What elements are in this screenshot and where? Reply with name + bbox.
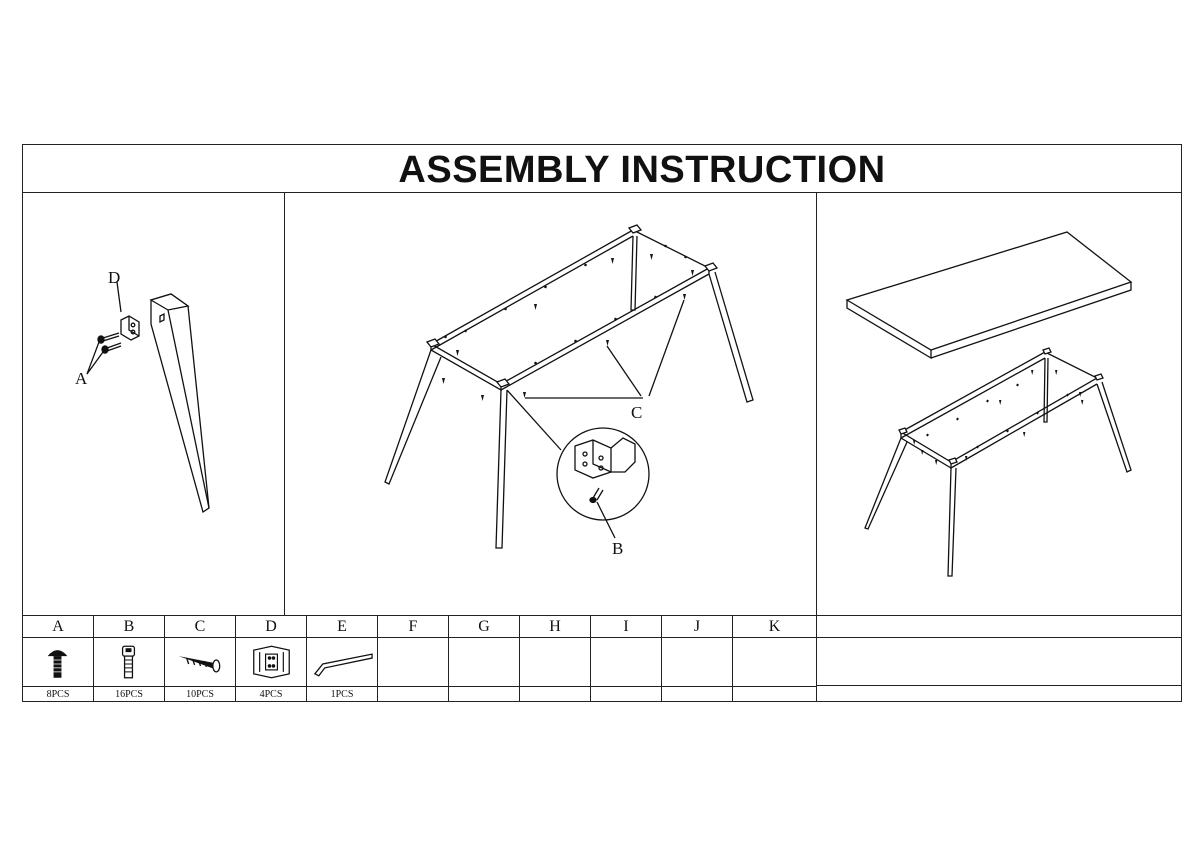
part-letter: B xyxy=(94,616,164,638)
frame-assembly-drawing: C B xyxy=(384,224,754,558)
part-qty: 4PCS xyxy=(236,686,306,702)
bolt-icon xyxy=(47,650,68,678)
part-cell-c: C 10PCS xyxy=(165,616,236,702)
part-qty: 16PCS xyxy=(94,686,164,702)
part-letter: J xyxy=(662,616,732,638)
part-cell-e: E 1PCS xyxy=(307,616,378,702)
part-qty: 1PCS xyxy=(307,686,377,702)
parts-table: A 8PCS B 16PCS C xyxy=(23,615,1181,702)
part-cell-j: J xyxy=(662,616,733,702)
parts-table-blank-area xyxy=(817,616,1181,702)
wood-screw-icon xyxy=(178,656,221,673)
corner-bracket-icon xyxy=(253,645,290,679)
instruction-sheet: ASSEMBLY INSTRUCTION xyxy=(22,144,1182,702)
part-cell-f: F xyxy=(378,616,449,702)
part-letter: E xyxy=(307,616,377,638)
label-a: A xyxy=(75,369,88,388)
part-cell-i: I xyxy=(591,616,662,702)
label-b: B xyxy=(612,539,623,558)
step-3-panel xyxy=(817,192,1181,615)
part-qty xyxy=(733,686,816,702)
step-1-panel: D A xyxy=(23,192,285,615)
part-cell-a: A 8PCS xyxy=(23,616,94,702)
step-2-panel: C B xyxy=(285,192,817,615)
part-qty xyxy=(378,686,448,702)
tabletop-placement-drawing xyxy=(845,231,1133,577)
part-letter: A xyxy=(23,616,93,638)
part-cell-k: K xyxy=(733,616,817,702)
part-qty xyxy=(662,686,732,702)
title-bar: ASSEMBLY INSTRUCTION xyxy=(23,145,1181,193)
part-letter: K xyxy=(733,616,816,638)
page-title: ASSEMBLY INSTRUCTION xyxy=(398,149,886,191)
label-c: C xyxy=(631,403,642,422)
part-qty xyxy=(449,686,519,702)
part-qty xyxy=(591,686,661,702)
part-cell-b: B 16PCS xyxy=(94,616,165,702)
leg-bracket-drawing: D A xyxy=(75,268,210,514)
part-letter: F xyxy=(378,616,448,638)
allen-key-icon xyxy=(313,653,373,677)
part-qty xyxy=(520,686,590,702)
part-qty: 10PCS xyxy=(165,686,235,702)
part-cell-h: H xyxy=(520,616,591,702)
part-letter: H xyxy=(520,616,590,638)
part-letter: G xyxy=(449,616,519,638)
part-qty: 8PCS xyxy=(23,686,93,702)
part-cell-g: G xyxy=(449,616,520,702)
socket-bolt-icon xyxy=(121,645,136,679)
part-letter: D xyxy=(236,616,306,638)
label-d: D xyxy=(108,268,120,287)
part-letter: C xyxy=(165,616,235,638)
part-letter: I xyxy=(591,616,661,638)
part-cell-d: D 4PCS xyxy=(236,616,307,702)
